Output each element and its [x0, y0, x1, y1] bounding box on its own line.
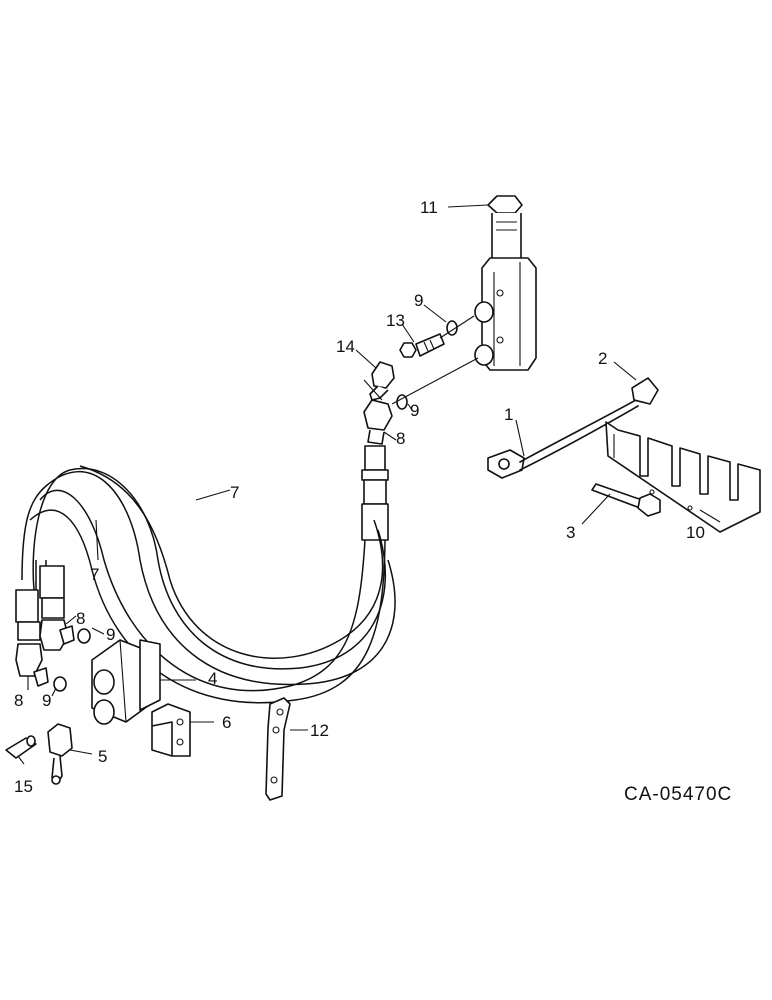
valve-body	[474, 195, 537, 371]
callout-1: 1	[504, 405, 513, 424]
callout-3: 3	[566, 523, 575, 542]
callout-7-left: 7	[90, 565, 99, 584]
callout-8-left-lower: 8	[14, 691, 23, 710]
cap-2	[631, 377, 659, 405]
callout-5: 5	[98, 747, 107, 766]
callout-4: 4	[208, 669, 217, 688]
bolt-3	[591, 483, 661, 517]
callout-9-top: 9	[414, 291, 423, 310]
o-ring-9-left-upper	[77, 628, 91, 644]
adapter-13	[399, 333, 445, 358]
elbow-14	[369, 361, 395, 401]
bracket-6	[151, 703, 191, 757]
callout-9-left-lower: 9	[42, 691, 51, 710]
callout-10: 10	[686, 523, 705, 542]
callout-2: 2	[598, 349, 607, 368]
callout-12: 12	[310, 721, 329, 740]
callout-8-mid: 8	[396, 429, 405, 448]
left-fittings	[15, 565, 75, 687]
hose-assembly-7	[19, 445, 396, 704]
shield-10	[605, 421, 761, 533]
callout-6: 6	[222, 713, 231, 732]
callout-9-mid: 9	[410, 401, 419, 420]
pin-15	[5, 735, 37, 759]
manifold-4	[91, 639, 161, 725]
callout-9-left-upper: 9	[106, 625, 115, 644]
figure-code: CA-05470C	[624, 784, 732, 805]
elbow-8-upper	[363, 379, 393, 445]
strap-12	[265, 697, 291, 801]
o-ring-9-left-lower	[53, 676, 67, 692]
callout-15: 15	[14, 777, 33, 796]
callout-13: 13	[386, 311, 405, 330]
callout-7-right: 7	[230, 483, 239, 502]
coupler-5	[47, 723, 73, 785]
leader-lines	[17, 204, 721, 765]
callout-14: 14	[336, 337, 355, 356]
rod-1	[487, 399, 639, 479]
callout-8-left-upper: 8	[76, 609, 85, 628]
callout-11: 11	[420, 198, 438, 217]
o-ring-9-mid	[396, 394, 408, 410]
